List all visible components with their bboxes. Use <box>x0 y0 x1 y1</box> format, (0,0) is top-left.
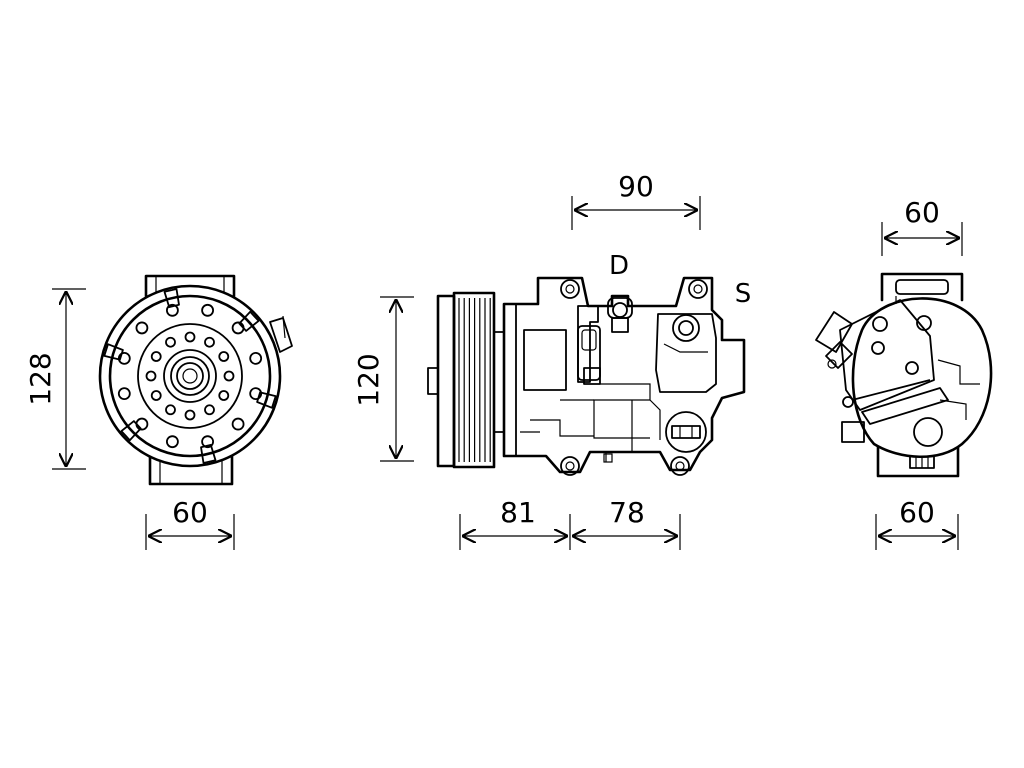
rear-view <box>815 272 993 478</box>
bolt-hole <box>145 370 157 382</box>
bolt-hole <box>135 321 149 335</box>
bolt-hole <box>117 387 131 400</box>
bolt-hole <box>204 336 215 348</box>
bolt-hole <box>165 404 176 416</box>
bolt-hole <box>218 351 230 362</box>
front-width-label: 60 <box>172 496 208 529</box>
inner-bolt-ring <box>145 331 235 421</box>
side-length-dimension: 90 <box>571 170 701 230</box>
bolt-hole <box>150 351 162 362</box>
front-height-label: 128 <box>24 352 57 405</box>
discharge-port-label: D <box>609 251 629 281</box>
bolt-hole <box>166 435 179 449</box>
rear-bottom-label: 60 <box>899 496 935 529</box>
front-section-label: 81 <box>500 496 536 529</box>
bolt-hole <box>218 390 230 401</box>
side-split-dimension: 81 78 <box>459 496 681 550</box>
pulley-tab <box>120 420 142 442</box>
bolt-hole <box>166 303 179 317</box>
bolt-hole <box>150 390 162 401</box>
bolt-hole <box>204 404 215 416</box>
front-height-dimension: 128 <box>24 288 86 470</box>
front-width-dimension: 60 <box>145 496 235 550</box>
side-height-label: 120 <box>352 353 385 406</box>
pulley-tab <box>163 288 180 308</box>
side-view <box>427 276 746 476</box>
rear-section-label: 78 <box>609 496 645 529</box>
pulley-grooves <box>458 298 491 462</box>
pulley-tab <box>200 444 217 464</box>
pulley-tab <box>103 343 124 361</box>
outer-bolt-ring <box>117 303 263 449</box>
pulley-tabs <box>103 288 277 464</box>
bolt-hole <box>184 409 196 421</box>
rear-bottom-dimension: 60 <box>875 496 959 550</box>
bolt-hole <box>249 387 263 400</box>
bolt-hole <box>249 352 263 365</box>
pulley-tab <box>256 391 277 409</box>
bolt-hole <box>201 303 214 317</box>
bolt-hole <box>223 370 235 382</box>
bolt-hole <box>231 417 245 431</box>
bolt-hole <box>184 331 196 343</box>
bolt-hole <box>165 336 176 348</box>
rear-top-dimension: 60 <box>881 196 963 256</box>
side-length-label: 90 <box>618 170 654 203</box>
rear-top-label: 60 <box>904 196 940 229</box>
suction-port-label: S <box>735 279 752 309</box>
pulley-tab <box>238 310 260 332</box>
bolt-hole <box>201 435 214 449</box>
bolt-hole <box>117 352 131 365</box>
front-view <box>98 274 293 486</box>
side-height-dimension: 120 <box>352 296 414 462</box>
